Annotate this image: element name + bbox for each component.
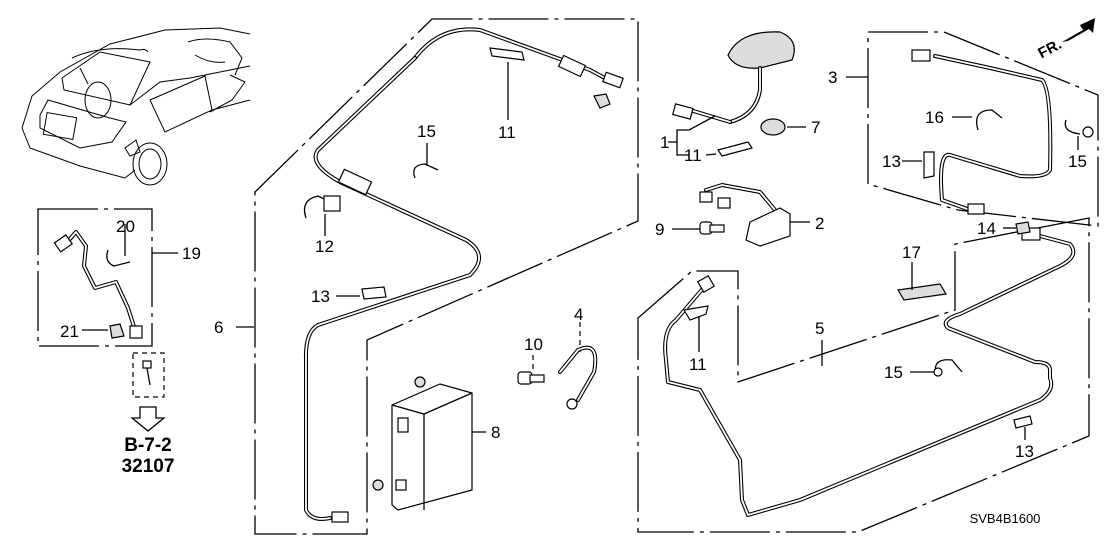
callout-8[interactable]: 8 <box>491 423 500 442</box>
callout-15-cable3[interactable]: 15 <box>1068 152 1087 171</box>
callout-4[interactable]: 4 <box>574 305 583 324</box>
front-arrow-icon <box>1062 18 1095 42</box>
reference-part-group-link[interactable]: 32107 <box>122 456 175 477</box>
antenna-group <box>672 31 795 247</box>
callout-11-antenna[interactable]: 11 <box>684 146 702 165</box>
callout-5[interactable]: 5 <box>815 319 824 338</box>
callout-17[interactable]: 17 <box>902 243 921 262</box>
callout-15-cable6[interactable]: 15 <box>417 122 436 141</box>
reference-connector-group <box>130 352 166 432</box>
callout-11-rear[interactable]: 11 <box>689 355 707 374</box>
callout-13-cable3[interactable]: 13 <box>882 152 901 171</box>
reference-section-link[interactable]: B-7-2 <box>124 435 172 456</box>
cable-6-group <box>254 18 639 535</box>
callout-13-cable6[interactable]: 13 <box>311 287 330 306</box>
front-direction-indicator: FR. <box>1035 18 1095 62</box>
callout-labels: 1 2 3 4 5 6 7 8 9 10 11 11 11 12 13 13 1… <box>60 68 1087 461</box>
bolt-and-ground-cable <box>517 322 598 410</box>
sub-assembly-19-group <box>37 208 153 347</box>
unit-8-illustration <box>372 376 473 511</box>
callout-14[interactable]: 14 <box>977 219 996 238</box>
callout-6[interactable]: 6 <box>214 318 223 337</box>
callout-11-top[interactable]: 11 <box>498 123 516 142</box>
front-label: FR. <box>1035 36 1064 62</box>
drawing-code: SVB4B1600 <box>970 511 1041 526</box>
callout-3[interactable]: 3 <box>828 68 837 87</box>
callout-1[interactable]: 1 <box>660 133 669 152</box>
callout-19[interactable]: 19 <box>182 244 201 263</box>
callout-15-cable5[interactable]: 15 <box>884 363 903 382</box>
vehicle-overview-illustration <box>21 27 251 186</box>
callout-9[interactable]: 9 <box>655 220 664 239</box>
callout-12[interactable]: 12 <box>315 237 334 256</box>
callout-2[interactable]: 2 <box>815 214 824 233</box>
callout-7[interactable]: 7 <box>811 118 820 137</box>
callout-13-cable5[interactable]: 13 <box>1015 442 1034 461</box>
callout-10[interactable]: 10 <box>524 335 543 354</box>
reference-arrow-icon <box>130 406 166 432</box>
callout-20[interactable]: 20 <box>116 217 135 236</box>
cable-5-group <box>637 217 1090 533</box>
cable-3-group <box>867 31 1099 227</box>
callout-16[interactable]: 16 <box>925 108 944 127</box>
callout-21[interactable]: 21 <box>60 322 79 341</box>
leader-lines <box>82 62 1079 440</box>
